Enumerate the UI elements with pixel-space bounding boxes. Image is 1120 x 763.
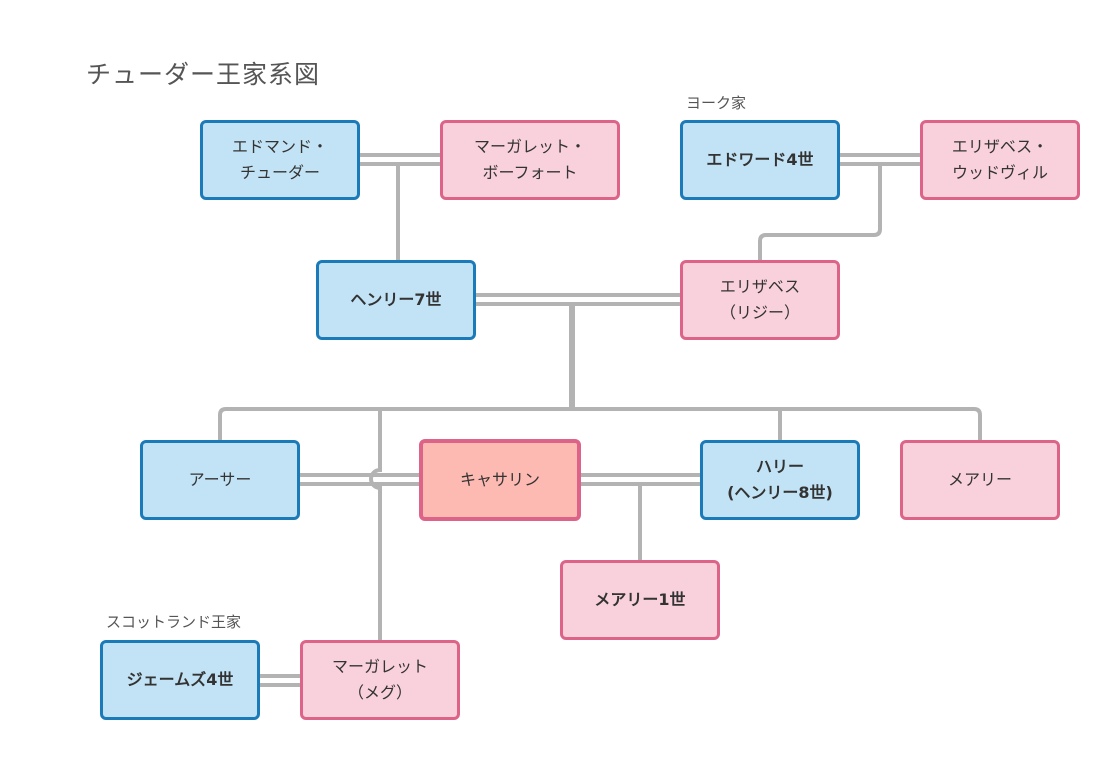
marriage-line-henry7-elizabeth-york: [476, 293, 680, 306]
person-mary-i[interactable]: メアリー1世: [560, 560, 720, 640]
marriage-line-edmund-margaret-beaufort: [360, 153, 440, 166]
person-elizabeth-of-york[interactable]: エリザベス （リジー）: [680, 260, 840, 340]
marriage-line-arthur-catherine: [300, 473, 420, 486]
person-mary-tudor[interactable]: メアリー: [900, 440, 1060, 520]
person-margaret-beaufort[interactable]: マーガレット・ ボーフォート: [440, 120, 620, 200]
descent-line-margaret-meg: [369, 409, 382, 640]
marriage-line-catherine-harry: [580, 473, 700, 486]
group-label-scotland: スコットランド王家: [106, 613, 242, 631]
marriage-line-james4-margaret-meg: [260, 674, 300, 687]
person-elizabeth-woodville[interactable]: エリザベス・ ウッドヴィル: [920, 120, 1080, 200]
person-henry-vii[interactable]: ヘンリー7世: [316, 260, 476, 340]
page-title: チューダー王家系図: [86, 60, 321, 89]
descent-line-elizabeth-york: [758, 164, 882, 260]
person-catherine[interactable]: キャサリン: [419, 439, 581, 521]
person-arthur[interactable]: アーサー: [140, 440, 300, 520]
group-label-york: ヨーク家: [686, 94, 747, 112]
person-edward-iv[interactable]: エドワード4世: [680, 120, 840, 200]
person-james-iv[interactable]: ジェームズ4世: [100, 640, 260, 720]
marriage-line-edward4-elizabeth-woodville: [840, 153, 920, 166]
person-edmund-tudor[interactable]: エドマンド・ チューダー: [200, 120, 360, 200]
person-margaret-meg[interactable]: マーガレット （メグ）: [300, 640, 460, 720]
person-harry-henry-viii[interactable]: ハリー (ヘンリー8世): [700, 440, 860, 520]
sibling-bar: [218, 407, 982, 440]
